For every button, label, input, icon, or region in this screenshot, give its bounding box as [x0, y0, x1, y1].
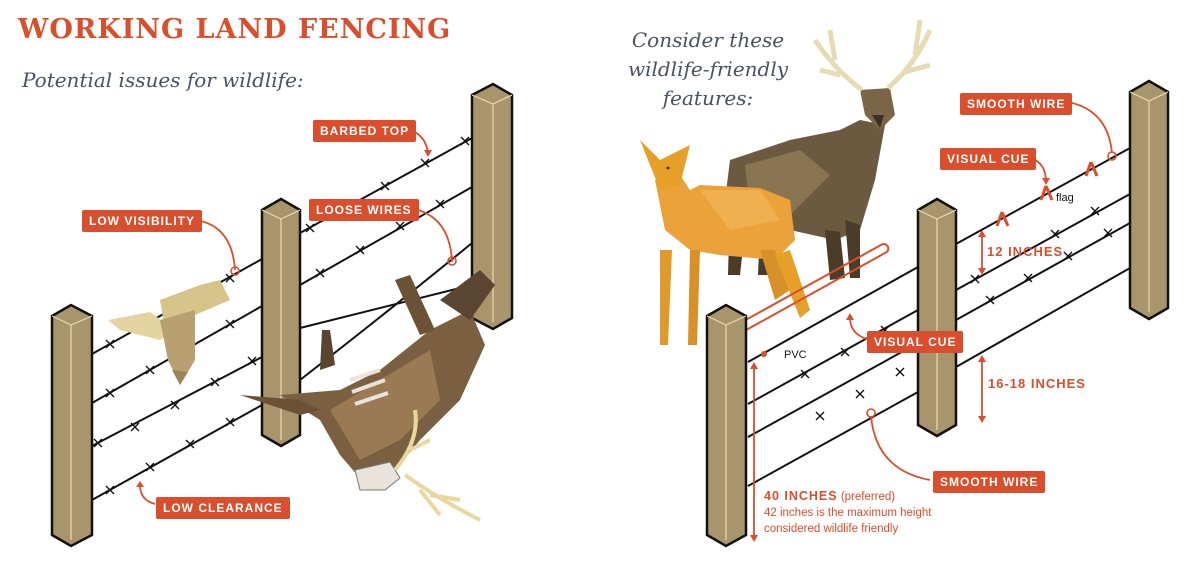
fence-post-middle [260, 197, 302, 448]
flag-markers [995, 161, 1099, 227]
max-height-note-line1: 42 inches is the maximum height [764, 507, 932, 519]
right-subtitle: Consider these wildlife-friendly feature… [627, 28, 789, 110]
doe-illustration [640, 140, 810, 345]
label-barbed-top: BARBED TOP [313, 120, 417, 142]
fence-post-front [50, 303, 94, 548]
label-preferred: (preferred) [840, 491, 896, 503]
fence-wires-right [747, 147, 1131, 487]
label-smooth-wire-bottom: SMOOTH WIRE [933, 471, 1046, 493]
label-40-inches: 40 INCHES [764, 489, 838, 503]
owl-illustration [108, 280, 230, 385]
label-loose-wires: LOOSE WIRES [309, 199, 419, 221]
label-smooth-wire-top: SMOOTH WIRE [960, 93, 1073, 115]
label-pvc: PVC [784, 349, 807, 361]
fence-post-back-right [1128, 79, 1170, 321]
measurement-arrows [750, 230, 986, 542]
label-low-clearance: LOW CLEARANCE [156, 497, 290, 519]
fence-post-middle-right [916, 197, 958, 438]
label-12-inches: 12 INCHES [987, 244, 1064, 259]
page-title: WORKING LAND FENCING [18, 14, 452, 45]
left-subtitle: Potential issues for wildlife: [22, 68, 304, 92]
height-note: 40 INCHES (preferred) 42 inches is the m… [764, 488, 931, 537]
label-low-visibility: LOW VISIBILITY [82, 210, 202, 232]
label-visual-cue-flag: VISUAL CUE [940, 148, 1037, 170]
tangled-deer-illustration [240, 270, 495, 522]
label-flag: flag [1056, 192, 1074, 204]
label-16-18-inches: 16-18 INCHES [988, 376, 1086, 391]
max-height-note-line2: considered wildlife friendly [764, 523, 899, 535]
callout-lines-right [849, 101, 1113, 481]
label-visual-cue-pvc: VISUAL CUE [867, 331, 964, 353]
fence-post-front-right [705, 303, 748, 548]
